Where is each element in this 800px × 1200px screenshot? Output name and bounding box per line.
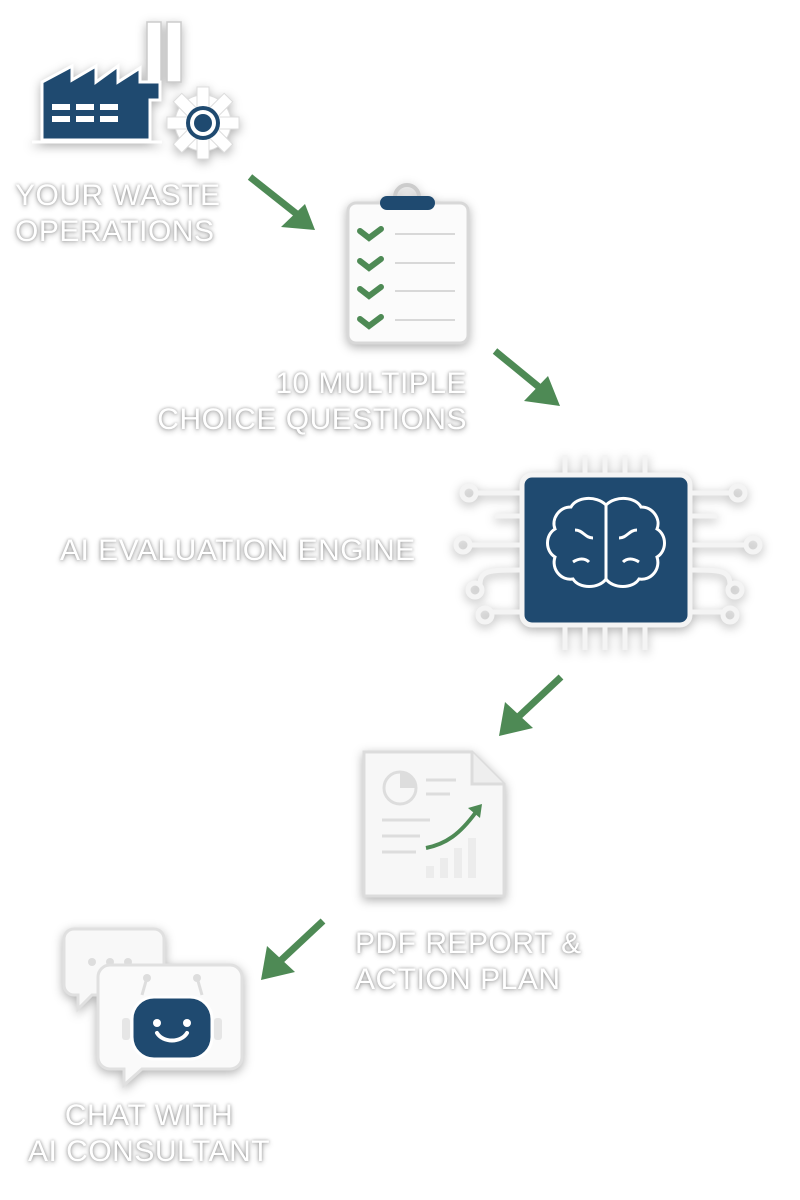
factory-gear-icon — [32, 21, 240, 160]
label-line: YOUR WASTE — [15, 179, 221, 212]
arrow-left-down-icon — [499, 674, 564, 736]
report-document-icon — [362, 750, 506, 898]
arrow-right-down-icon — [247, 174, 315, 230]
label-line: 10 MULTIPLE — [275, 367, 467, 400]
step-label-waste-operations: YOUR WASTE OPERATIONS — [15, 178, 221, 250]
label-line: OPERATIONS — [15, 215, 215, 248]
ai-chip-brain-icon — [453, 455, 763, 650]
chat-robot-icon — [62, 927, 244, 1089]
arrow-right-down-icon — [492, 348, 560, 406]
step-label-report: PDF REPORT & ACTION PLAN — [355, 926, 582, 998]
label-line: AI EVALUATION ENGINE — [60, 534, 416, 567]
arrow-left-down-icon — [261, 918, 326, 980]
step-label-chat: CHAT WITH AI CONSULTANT — [28, 1098, 270, 1170]
label-line: ACTION PLAN — [355, 963, 561, 996]
step-label-ai-engine: AI EVALUATION ENGINE — [60, 533, 416, 569]
label-line: CHAT WITH — [64, 1099, 234, 1132]
clipboard-checklist-icon — [346, 183, 470, 345]
label-line: PDF REPORT & — [355, 927, 582, 960]
step-label-questions: 10 MULTIPLE CHOICE QUESTIONS — [157, 366, 467, 438]
label-line: CHOICE QUESTIONS — [157, 403, 467, 436]
label-line: AI CONSULTANT — [28, 1135, 271, 1168]
